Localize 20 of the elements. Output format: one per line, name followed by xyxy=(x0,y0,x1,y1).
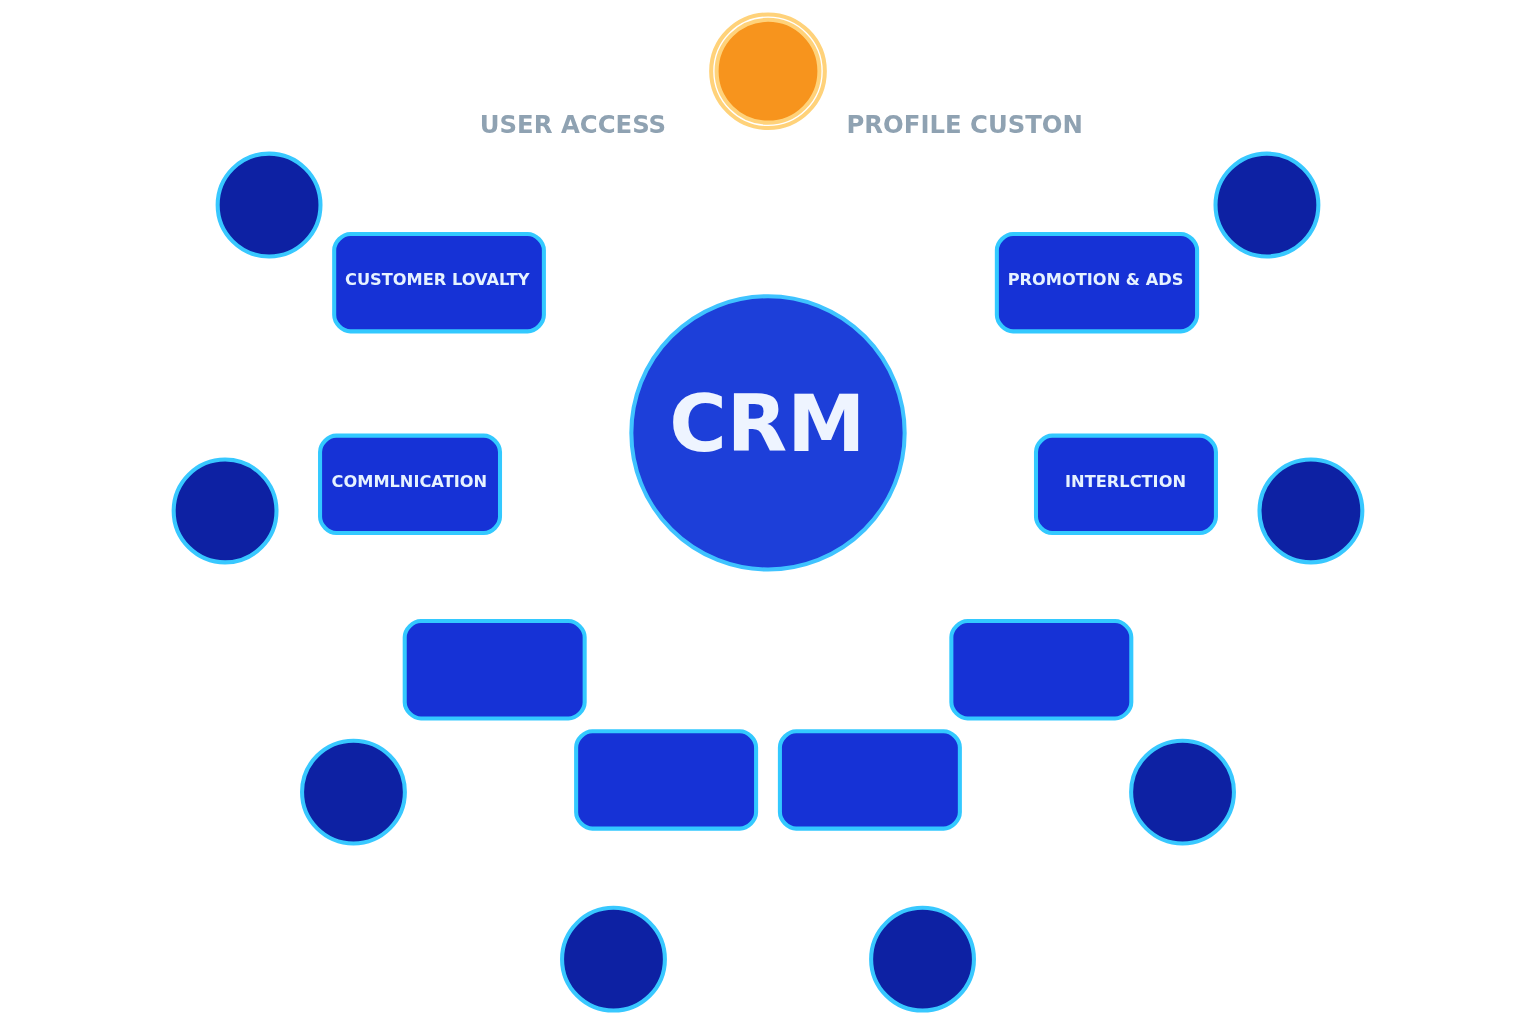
label: PROFILE CUSTON xyxy=(846,109,1083,139)
node-box: PROMOTION & ADS xyxy=(994,231,1200,333)
node-box xyxy=(777,728,962,831)
node-box xyxy=(574,728,759,831)
node-circle xyxy=(215,151,323,258)
node-circle xyxy=(1213,151,1321,258)
node-box xyxy=(949,618,1134,720)
node-box xyxy=(402,618,587,720)
node-person xyxy=(709,11,827,130)
node-box: CUSTOMER LOVALTY xyxy=(332,231,546,333)
node-circle: CRM xyxy=(629,293,907,572)
label: USER ACCESS xyxy=(479,109,667,139)
node-circle xyxy=(300,738,407,846)
node-box: INTERLCTION xyxy=(1033,433,1218,535)
node-circle xyxy=(560,905,667,1013)
node-box: COMMLNICATION xyxy=(318,433,503,535)
node-circle xyxy=(1257,457,1365,564)
node-circle xyxy=(171,457,279,564)
node-circle xyxy=(1129,738,1236,846)
node-circle xyxy=(869,905,976,1013)
